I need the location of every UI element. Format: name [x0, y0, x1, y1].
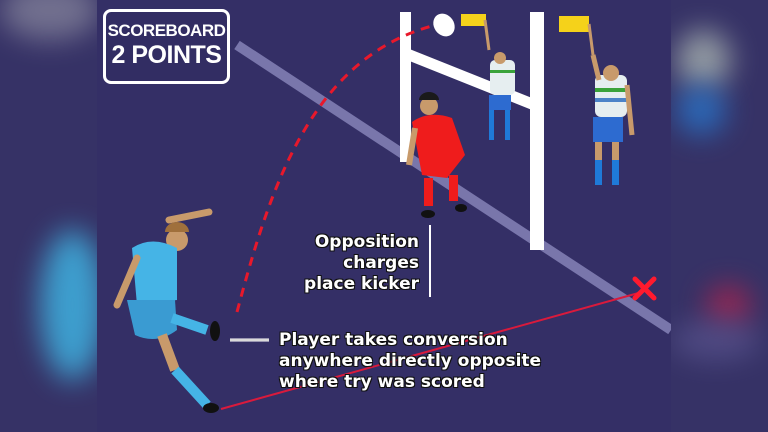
diagram-stage: SCOREBOARD 2 POINTS Opposition charges p…: [97, 0, 671, 432]
kick-trajectory: [235, 24, 433, 313]
conversion-line: [220, 291, 643, 410]
opposition-caption: Opposition charges place kicker: [287, 232, 419, 295]
place-kicker-figure: [113, 208, 220, 413]
caption-line: place kicker: [304, 274, 419, 294]
diagram-illustration: [113, 12, 671, 413]
scoreboard-badge: SCOREBOARD 2 POINTS: [103, 9, 230, 84]
caption-line: anywhere directly opposite: [279, 351, 542, 371]
blurred-judge-shorts: [676, 85, 726, 135]
blurred-red-mark: [706, 285, 751, 325]
caption-line: Opposition: [314, 232, 419, 252]
x-mark-icon: [632, 276, 657, 301]
caption-line: where try was scored: [279, 372, 485, 392]
opposition-player-figure: [406, 92, 467, 218]
scoreboard-points: 2 POINTS: [111, 41, 222, 69]
caption-line: Player takes conversion: [279, 330, 508, 350]
player-caption: Player takes conversion anywhere directl…: [279, 330, 609, 393]
caption-line: charges: [343, 253, 419, 273]
touch-judge-left: [461, 14, 515, 140]
scoreboard-title: SCOREBOARD: [107, 21, 226, 40]
flag-icon: [559, 16, 589, 32]
blurred-top-left: [0, 0, 97, 40]
touch-judge-right: [559, 16, 635, 185]
blurred-judge-shirt: [676, 30, 731, 90]
blurred-line: [671, 320, 761, 360]
blurred-right-panel: [671, 0, 768, 432]
blurred-kicker-reflection: [40, 230, 97, 380]
blurred-left-panel: [0, 0, 97, 432]
flag-icon: [461, 14, 486, 26]
rugby-ball: [433, 13, 455, 37]
